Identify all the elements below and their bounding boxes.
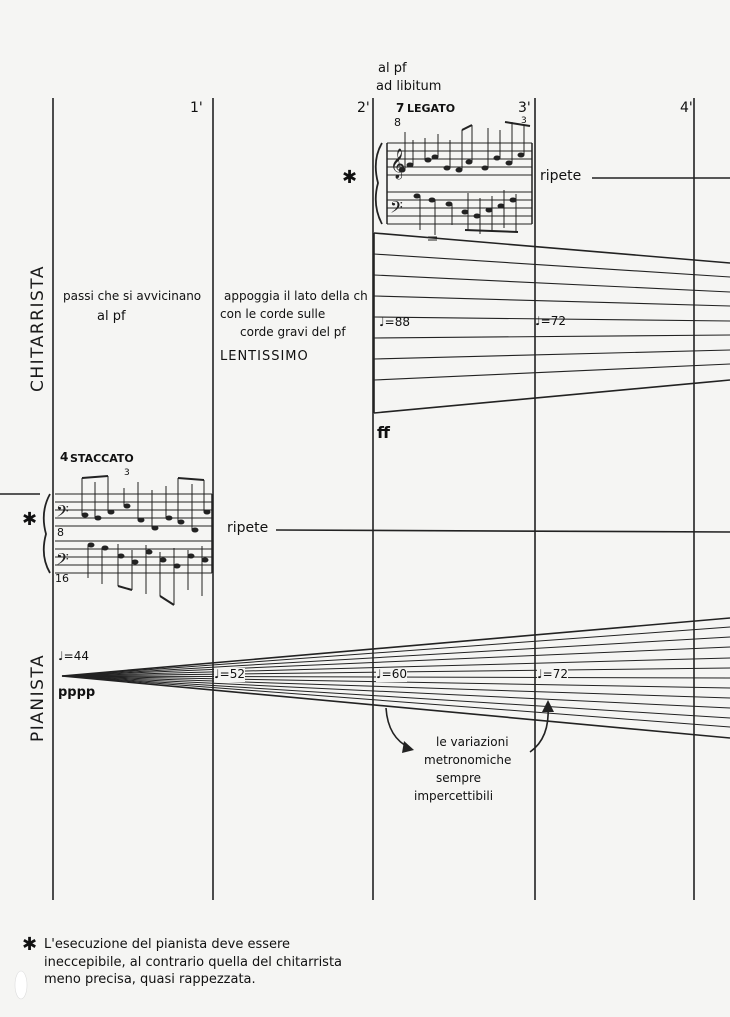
bass-clef-icon-lower: 𝄢 (56, 549, 69, 573)
guitar-tempo-start: ♩=88 (379, 315, 410, 329)
guitarist-label: CHITARRISTA (28, 265, 48, 392)
piano-articulation: STACCATO (70, 452, 134, 465)
approach-text-2: al pf (97, 309, 126, 324)
time-mark-4: 4' (680, 100, 693, 116)
piano-tuplet-mark: 3 (124, 468, 130, 478)
tempo-word: LENTISSIMO (220, 349, 309, 364)
piano-brace (42, 493, 51, 574)
arrow-left-head (402, 741, 414, 753)
piano-sixteen-mark: 16 (55, 572, 69, 585)
guitar-tempo-end: ♩=72 (535, 314, 566, 328)
metronome-note-3: sempre (436, 771, 481, 785)
guitar-note-cluster (398, 121, 531, 241)
guitar-fragment-staff (386, 142, 533, 225)
piano-dynamic: pppp (58, 685, 96, 700)
guitar-repeat-label: ripete (540, 168, 582, 184)
piano-tempo-3: ♩=72 (537, 667, 568, 682)
instruction-text-1: appoggia il lato della ch (224, 289, 368, 303)
guitar-position-note-2: ad libitum (376, 79, 442, 94)
arrow-left-curve (385, 707, 411, 749)
guitar-position-note-1: al pf (378, 61, 407, 76)
time-mark-3: 3' (518, 100, 531, 116)
guitar-brace (374, 142, 383, 225)
guitar-group-count: 7 (396, 101, 405, 115)
metronome-note-2: metronomiche (424, 753, 512, 767)
arrow-right-head (542, 700, 554, 712)
treble-clef-icon: 𝄞 (390, 148, 405, 180)
guitar-articulation: LEGATO (407, 102, 456, 115)
paper-blot (14, 970, 28, 1000)
guitar-tuplet-mark: 3 (521, 116, 527, 126)
time-barlines (52, 98, 695, 900)
bass-clef-icon-upper: 𝄢 (56, 501, 69, 525)
piano-tempo-start: ♩=44 (58, 649, 89, 663)
footnote-asterisk-icon: ✱ (22, 934, 38, 955)
piano-group-count: 4 (60, 450, 69, 464)
piano-repeat-line (275, 529, 730, 533)
piano-octave-low: 8 (57, 526, 64, 539)
piano-repeat-label: ripete (227, 520, 269, 536)
piano-tempo-2: ♩=60 (376, 667, 407, 682)
approach-text-1: passi che si avvicinano (63, 289, 202, 303)
time-mark-1: 1' (190, 100, 203, 116)
guitar-octave-mark: 8 (394, 116, 401, 129)
pianist-label: PIANISTA (28, 653, 48, 742)
metronome-note-4: impercettibili (414, 789, 494, 803)
guitar-dynamic: ff (377, 423, 390, 442)
metronome-note-1: le variazioni (436, 735, 509, 749)
piano-note-cluster (81, 475, 211, 606)
bass-clef-icon: 𝄢 (390, 197, 403, 221)
asterisk-icon: ✱ (342, 167, 358, 188)
instruction-text-2: con le corde sulle (220, 307, 326, 321)
instruction-text-3: corde gravi del pf (240, 325, 346, 339)
footnote-text: L'esecuzione del pianista deve essere in… (44, 937, 343, 988)
time-mark-2: 2' (357, 100, 370, 116)
asterisk-icon-piano: ✱ (22, 509, 38, 530)
guitar-fan-band (373, 232, 730, 414)
piano-fragment-staff (55, 493, 213, 574)
piano-tempo-1: ♩=52 (214, 667, 245, 682)
